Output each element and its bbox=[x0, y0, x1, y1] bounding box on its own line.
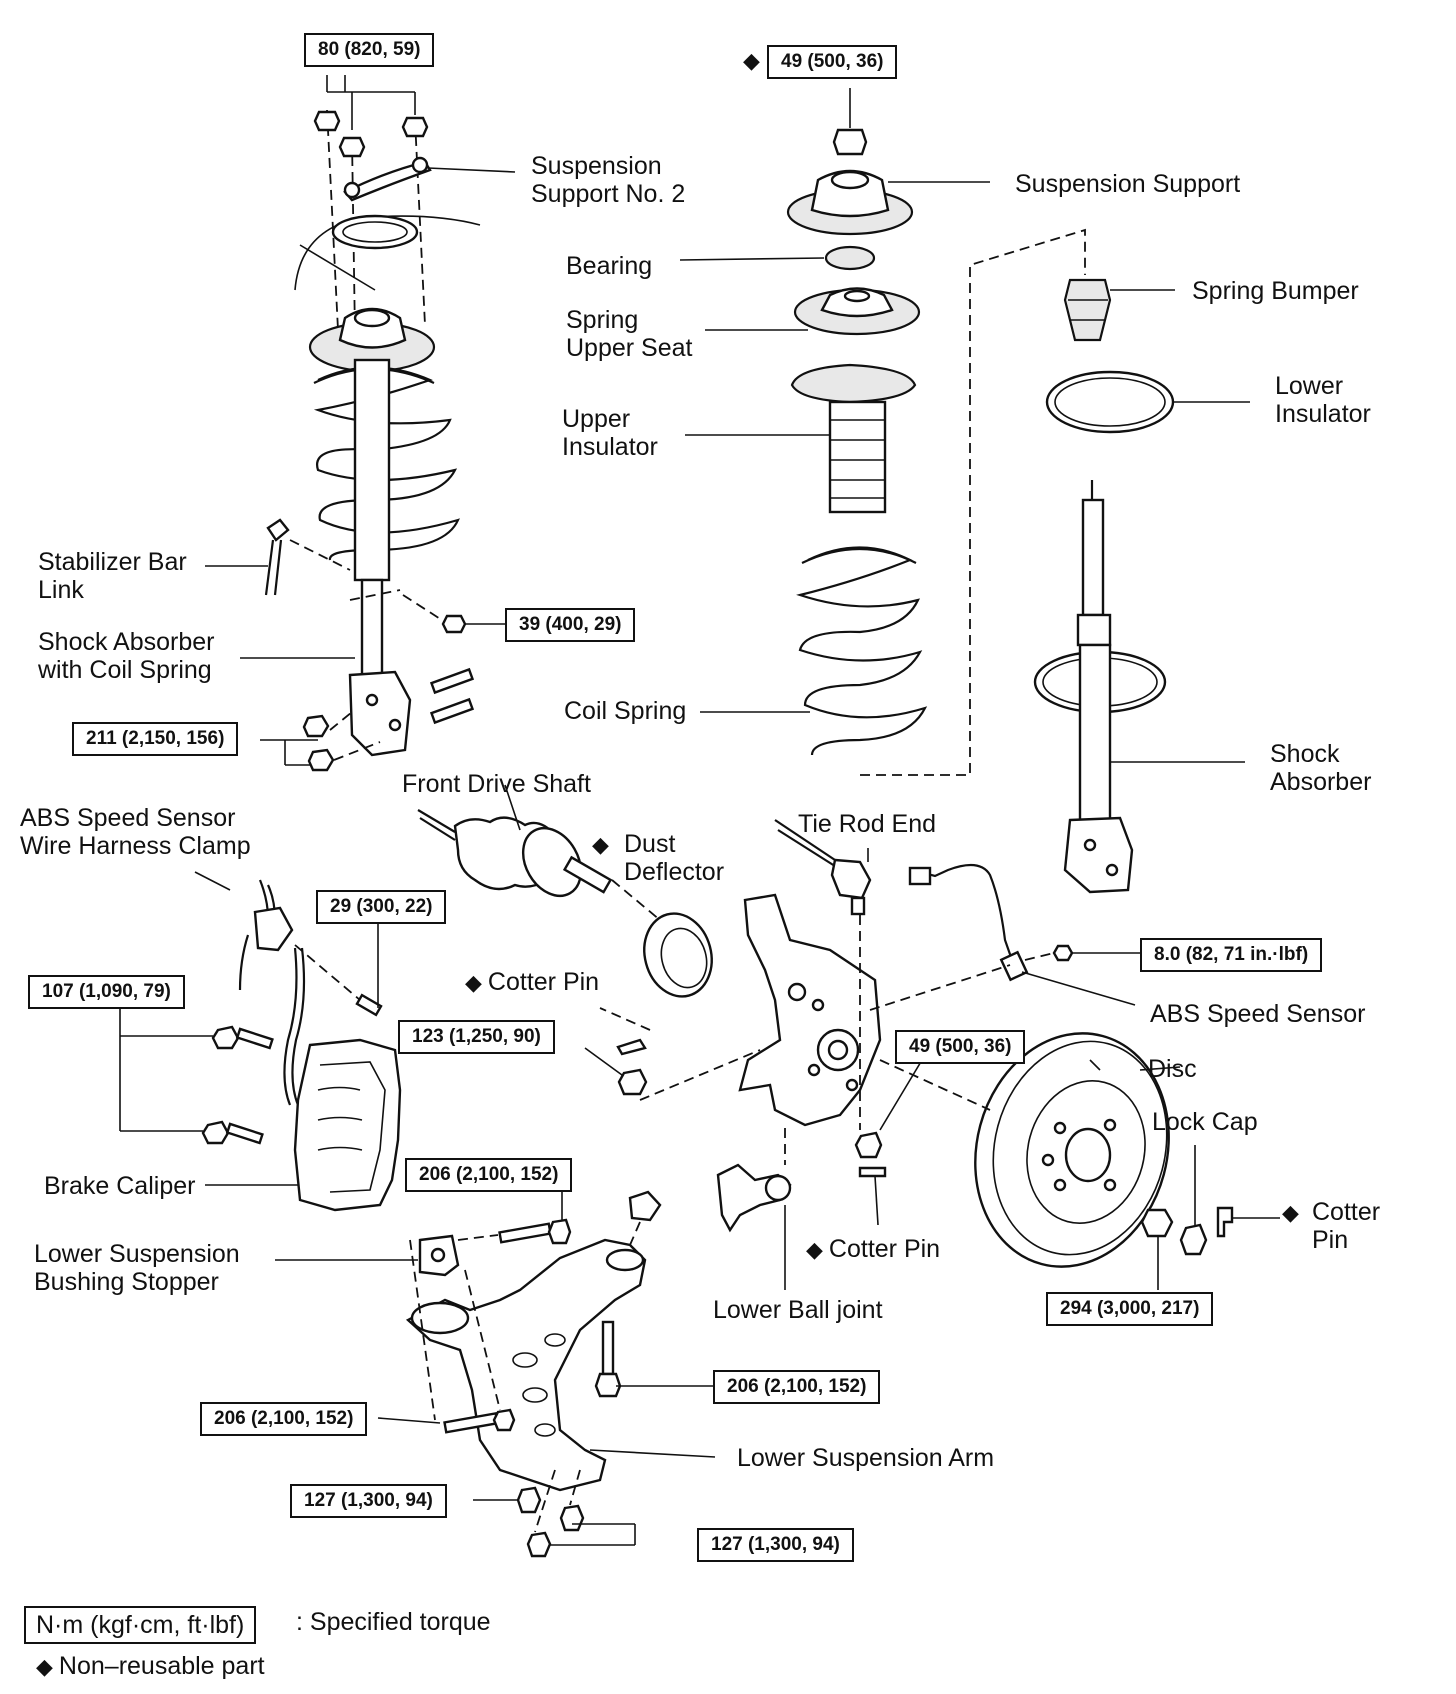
brake-disc-icon bbox=[974, 1032, 1181, 1268]
non-reusable-marker: ◆ bbox=[592, 832, 609, 857]
torque-39: 39 (400, 29) bbox=[505, 608, 636, 642]
drive-shaft-icon bbox=[417, 784, 613, 897]
ball-joint-icon bbox=[716, 1128, 792, 1290]
label-dust-deflector-marker: ◆ bbox=[592, 830, 615, 859]
torque-206-c: 206 (2,100, 152) bbox=[200, 1402, 368, 1436]
label-stabilizer-bar-link: Stabilizer Bar Link bbox=[38, 548, 187, 604]
lower-arm-icon bbox=[405, 1238, 716, 1492]
label-bearing: Bearing bbox=[566, 252, 653, 280]
abs-sensor-icon bbox=[908, 863, 1140, 1006]
torque-29: 29 (300, 22) bbox=[316, 890, 447, 924]
label-suspension-support: Suspension Support bbox=[1015, 170, 1241, 198]
torque-49-top: 49 (500, 36) bbox=[767, 45, 898, 79]
label-cotter-pin-1: Cotter Pin bbox=[487, 968, 600, 996]
shock-absorber-icon bbox=[1033, 278, 1250, 894]
torque-107: 107 (1,090, 79) bbox=[28, 975, 185, 1009]
label-lower-suspension-bushing-stopper: Lower Suspension Bushing Stopper bbox=[34, 1240, 240, 1296]
steering-knuckle-icon bbox=[738, 893, 882, 1127]
torque-8: 8.0 (82, 71 in.·lbf) bbox=[1140, 938, 1323, 972]
torque-206-a: 206 (2,100, 152) bbox=[405, 1158, 573, 1192]
coil-spring-icon bbox=[679, 88, 990, 756]
legend-specified-torque: : Specified torque bbox=[296, 1608, 491, 1636]
label-upper-insulator: Upper Insulator bbox=[562, 405, 658, 461]
legend-non-reusable: ◆Non–reusable part bbox=[36, 1652, 265, 1681]
label-dust-deflector: Dust Deflector bbox=[624, 830, 725, 886]
tie-rod-end-icon bbox=[774, 819, 872, 916]
label-cotter-pin-2-marker: ◆ bbox=[1282, 1198, 1305, 1227]
label-lock-cap: Lock Cap bbox=[1152, 1108, 1258, 1136]
label-spring-upper-seat: Spring Upper Seat bbox=[566, 306, 693, 362]
torque-206-b: 206 (2,100, 152) bbox=[713, 1370, 881, 1404]
label-lower-ball-joint: Lower Ball joint bbox=[713, 1296, 883, 1324]
label-cotter-pin-2: Cotter Pin bbox=[1312, 1198, 1381, 1254]
legend-non-reusable-part: Non–reusable part bbox=[58, 1652, 265, 1680]
label-coil-spring: Coil Spring bbox=[564, 697, 687, 725]
label-cotter-pin-3-wrap: ◆Cotter Pin bbox=[806, 1235, 940, 1264]
non-reusable-marker: ◆ bbox=[1282, 1200, 1299, 1225]
label-lower-suspension-arm: Lower Suspension Arm bbox=[737, 1444, 995, 1472]
legend-unit-box: N·m (kgf·cm, ft·lbf) bbox=[24, 1606, 257, 1644]
label-brake-caliper: Brake Caliper bbox=[44, 1172, 196, 1200]
label-abs-speed-sensor-wire-harness-clamp: ABS Speed Sensor Wire Harness Clamp bbox=[20, 804, 251, 860]
brake-caliper-icon bbox=[119, 1005, 402, 1212]
non-reusable-marker: ◆ bbox=[36, 1654, 53, 1679]
torque-49-mid: 49 (500, 36) bbox=[895, 1030, 1026, 1064]
wire-harness-clamp-icon bbox=[194, 871, 383, 1106]
label-cotter-pin-1-wrap: ◆Cotter Pin bbox=[465, 968, 599, 997]
non-reusable-marker: ◆ bbox=[465, 970, 482, 995]
label-shock-absorber-with-coil-spring: Shock Absorber with Coil Spring bbox=[38, 628, 215, 684]
label-shock-absorber: Shock Absorber bbox=[1270, 740, 1372, 796]
torque-80: 80 (820, 59) bbox=[304, 33, 435, 67]
label-front-drive-shaft: Front Drive Shaft bbox=[402, 770, 591, 798]
strut-assembly-icon bbox=[264, 75, 516, 772]
dust-deflector-icon bbox=[643, 912, 713, 998]
torque-294: 294 (3,000, 217) bbox=[1046, 1292, 1214, 1326]
torque-211: 211 (2,150, 156) bbox=[72, 722, 239, 756]
torque-123: 123 (1,250, 90) bbox=[398, 1020, 555, 1054]
label-disc: Disc bbox=[1148, 1055, 1197, 1083]
lock-cap-icon bbox=[1140, 1145, 1280, 1290]
torque-127-a: 127 (1,300, 94) bbox=[290, 1484, 447, 1518]
torque-49-top-marker: ◆ bbox=[743, 48, 760, 73]
non-reusable-marker: ◆ bbox=[806, 1237, 823, 1262]
torque-127-b: 127 (1,300, 94) bbox=[697, 1528, 854, 1562]
label-lower-insulator: Lower Insulator bbox=[1275, 372, 1371, 428]
label-suspension-support-no2: Suspension Support No. 2 bbox=[531, 152, 686, 208]
label-abs-speed-sensor: ABS Speed Sensor bbox=[1150, 1000, 1366, 1028]
label-cotter-pin-3: Cotter Pin bbox=[828, 1235, 941, 1263]
label-spring-bumper: Spring Bumper bbox=[1192, 277, 1359, 305]
label-tie-rod-end: Tie Rod End bbox=[798, 810, 937, 838]
